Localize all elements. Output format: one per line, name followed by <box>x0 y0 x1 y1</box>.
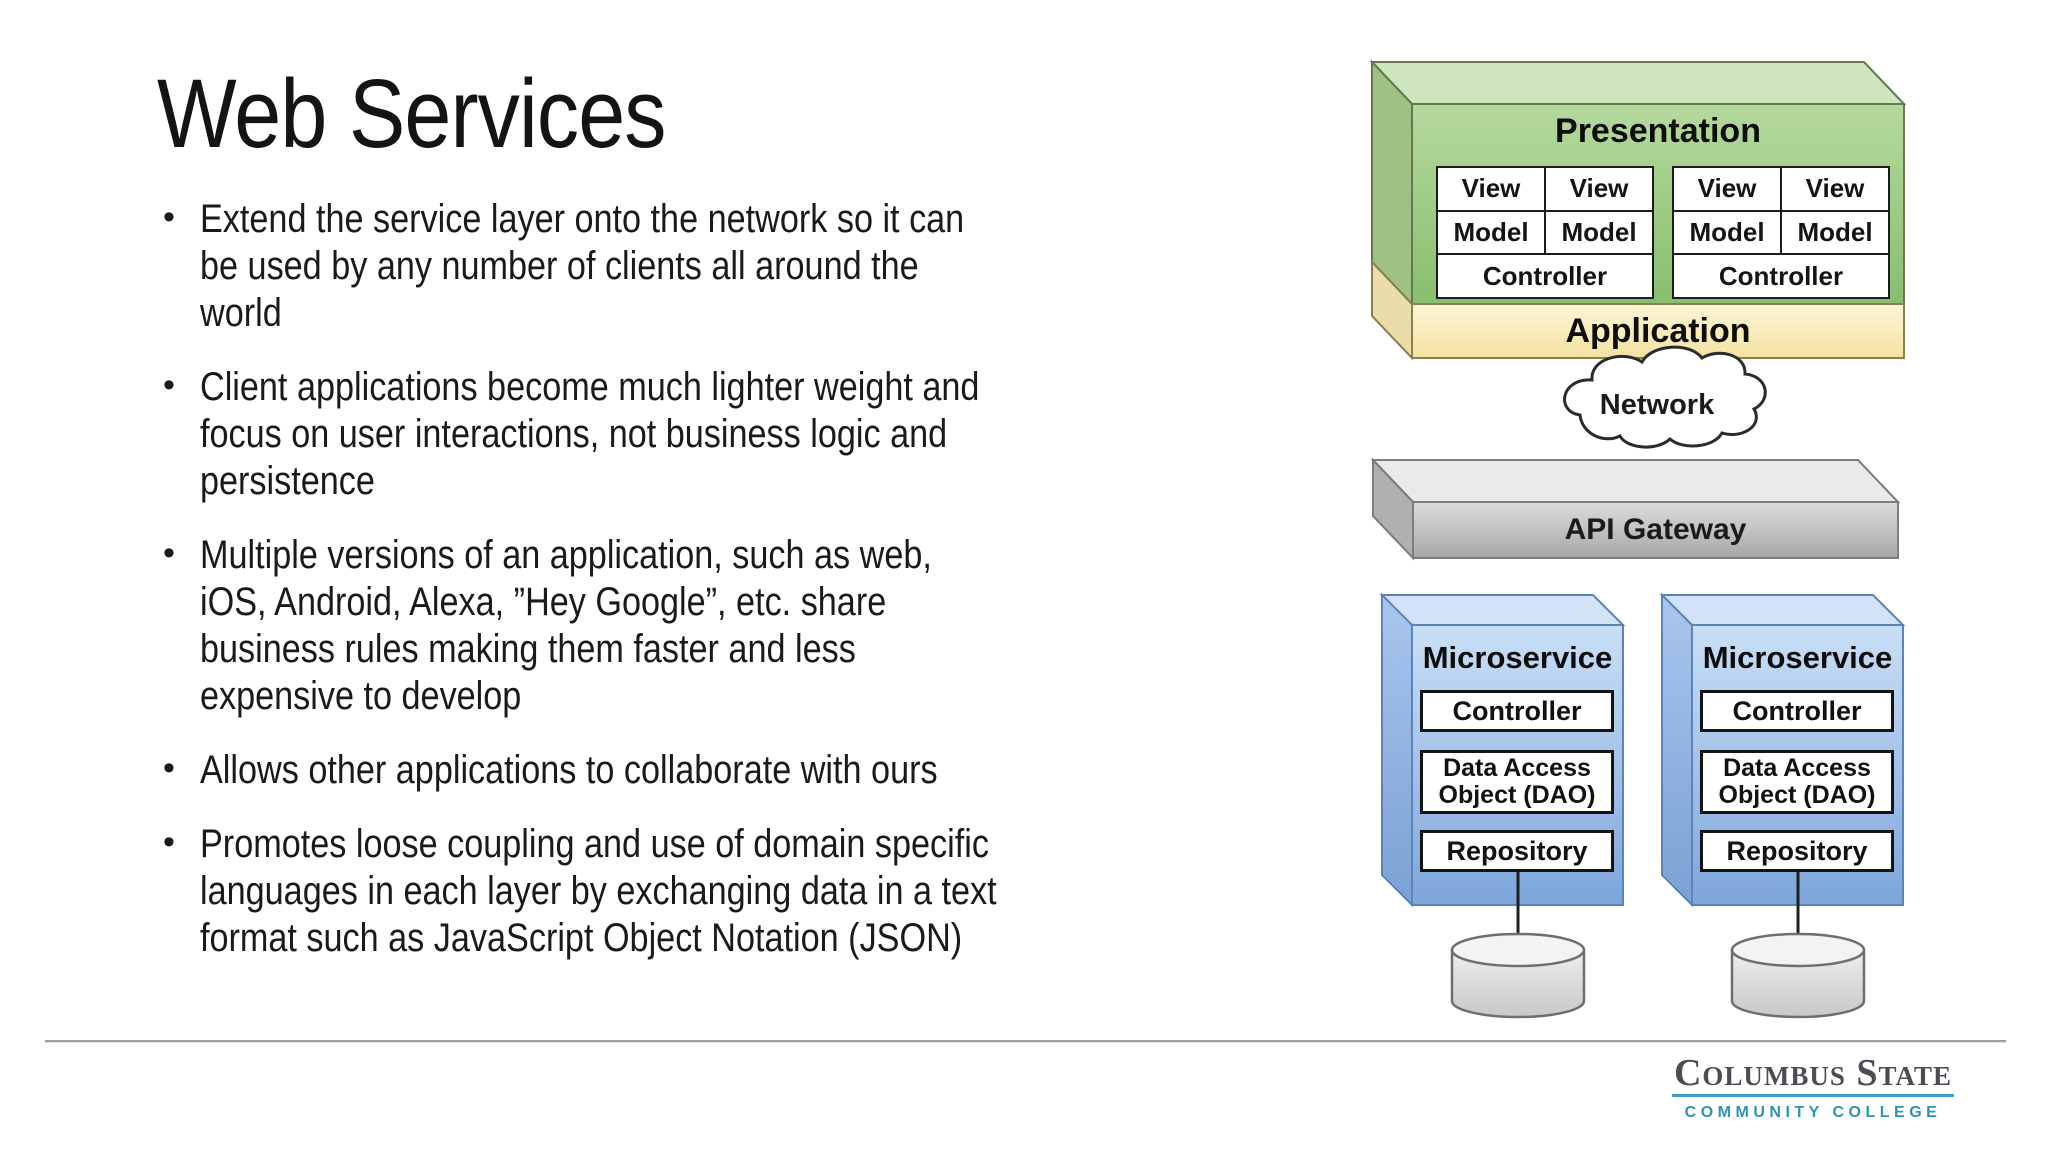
columbus-state-logo: Columbus State COMMUNITY COLLEGE <box>1672 1053 1954 1122</box>
bullet-text: Promotes loose coupling and use of domai… <box>200 822 997 960</box>
bullet-text: Multiple versions of an application, suc… <box>200 533 932 718</box>
repository-box: Repository <box>1420 830 1614 872</box>
presentation-label: Presentation <box>1555 112 1761 150</box>
mvc-view-cell: View <box>1697 173 1757 204</box>
database-icon <box>1730 932 1866 1019</box>
controller-box: Controller <box>1700 690 1894 732</box>
mvc-controller-cell: Controller <box>1718 260 1844 291</box>
mvc-table: View View Model Model Controller <box>1672 166 1890 299</box>
mvc-controller-cell: Controller <box>1482 260 1608 291</box>
network-label: Network <box>1599 389 1715 421</box>
bullet-item: • Promotes loose coupling and use of dom… <box>157 821 1217 962</box>
bullet-list: • Extend the service layer onto the netw… <box>157 196 1217 989</box>
mvc-view-cell: View <box>1461 173 1521 204</box>
bullet-item: • Client applications become much lighte… <box>157 364 1217 505</box>
mvc-model-cell: Model <box>1780 211 1888 254</box>
mvc-model-cell: Model <box>1544 211 1652 254</box>
mvc-model-cell: Model <box>1453 217 1529 247</box>
mvc-table: View View Model Model Controller <box>1436 166 1654 299</box>
dao-box: Data Access Object (DAO) <box>1700 750 1894 814</box>
page-title: Web Services <box>157 59 666 168</box>
controller-box: Controller <box>1420 690 1614 732</box>
bullet-marker: • <box>163 534 175 572</box>
logo-rule <box>1672 1094 1954 1097</box>
bullet-marker: • <box>163 366 175 404</box>
mvc-view-cell: View <box>1780 168 1888 210</box>
network-cloud-icon <box>1563 345 1767 449</box>
api-gateway-box <box>1370 457 1901 561</box>
mvc-model-cell: Model <box>1689 217 1765 247</box>
bullet-marker: • <box>163 198 175 236</box>
api-gateway-label: API Gateway <box>1564 513 1747 546</box>
bullet-item: • Allows other applications to collabora… <box>157 747 1217 794</box>
bullet-text: Allows other applications to collaborate… <box>200 748 938 792</box>
bullet-marker: • <box>163 823 175 861</box>
bullet-item: • Multiple versions of an application, s… <box>157 532 1217 720</box>
bullet-marker: • <box>163 749 175 787</box>
database-icon <box>1450 932 1586 1019</box>
repository-box: Repository <box>1700 830 1894 872</box>
application-label: Application <box>1565 312 1751 350</box>
microservice-title: Microservice <box>1422 640 1613 675</box>
dao-box: Data Access Object (DAO) <box>1420 750 1614 814</box>
bullet-item: • Extend the service layer onto the netw… <box>157 196 1217 337</box>
logo-subtitle: COMMUNITY COLLEGE <box>1684 1104 1942 1121</box>
bullet-text: Extend the service layer onto the networ… <box>200 197 965 335</box>
bullet-text: Client applications become much lighter … <box>200 365 980 503</box>
logo-institution-name: Columbus State <box>1673 1052 1953 1094</box>
footer-divider <box>45 1040 2006 1043</box>
microservice-title: Microservice <box>1702 640 1893 675</box>
mvc-view-cell: View <box>1544 168 1652 210</box>
